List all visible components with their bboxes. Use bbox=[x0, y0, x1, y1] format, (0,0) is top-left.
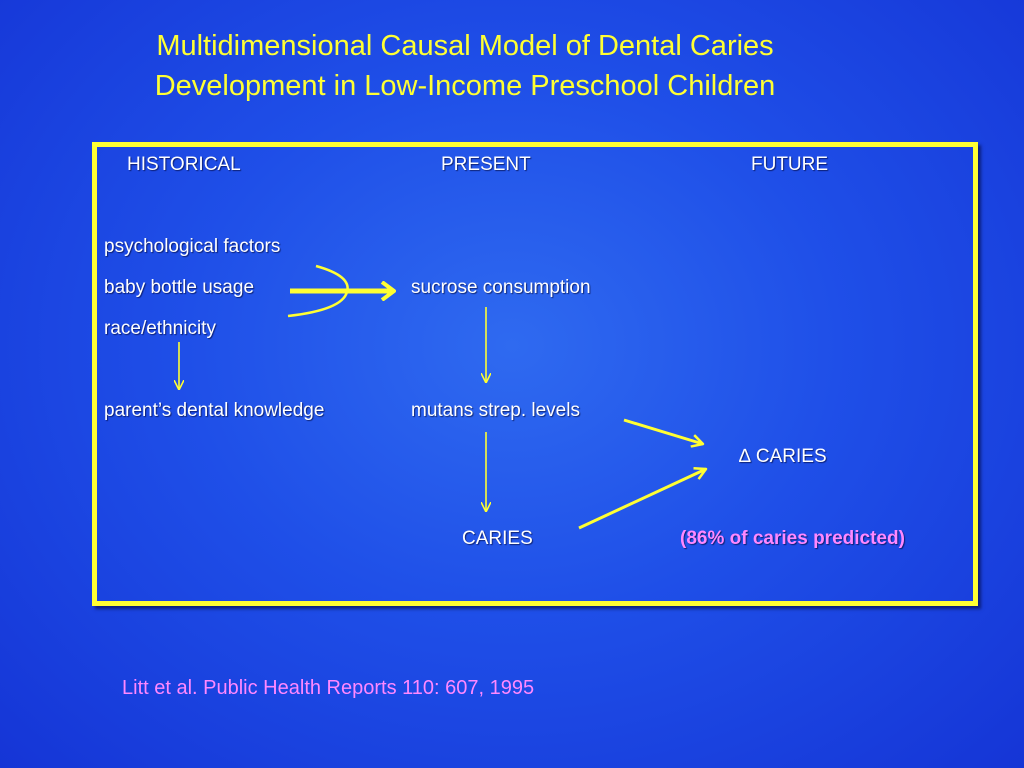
node-delta-caries: ∆ CARIES bbox=[739, 446, 827, 467]
citation: Litt et al. Public Health Reports 110: 6… bbox=[122, 677, 535, 699]
slide-title-line-1: Multidimensional Causal Model of Dental … bbox=[156, 30, 774, 62]
node-baby-bottle-usage: baby bottle usage bbox=[104, 277, 255, 298]
node-caries-present: CARIES bbox=[462, 528, 533, 549]
node-race-ethnicity: race/ethnicity bbox=[104, 318, 216, 339]
node-psychological-factors: psychological factors bbox=[104, 236, 281, 257]
node-sucrose-consumption: sucrose consumption bbox=[411, 277, 591, 298]
node-parents-dental-knowledge: parent’s dental knowledge bbox=[104, 400, 325, 421]
column-header-future: FUTURE bbox=[751, 154, 829, 175]
column-header-historical: HISTORICAL bbox=[127, 154, 241, 175]
arrow-caries-to-delta-caries bbox=[578, 469, 706, 530]
prediction-note: (86% of caries predicted) bbox=[680, 528, 905, 549]
column-header-present: PRESENT bbox=[441, 154, 531, 175]
diagram-frame bbox=[92, 142, 978, 606]
node-mutans-strep-levels: mutans strep. levels bbox=[411, 400, 580, 421]
arrow-mutans-to-delta-caries bbox=[623, 418, 703, 444]
slide-title-line-2: Development in Low-Income Preschool Chil… bbox=[154, 70, 776, 102]
